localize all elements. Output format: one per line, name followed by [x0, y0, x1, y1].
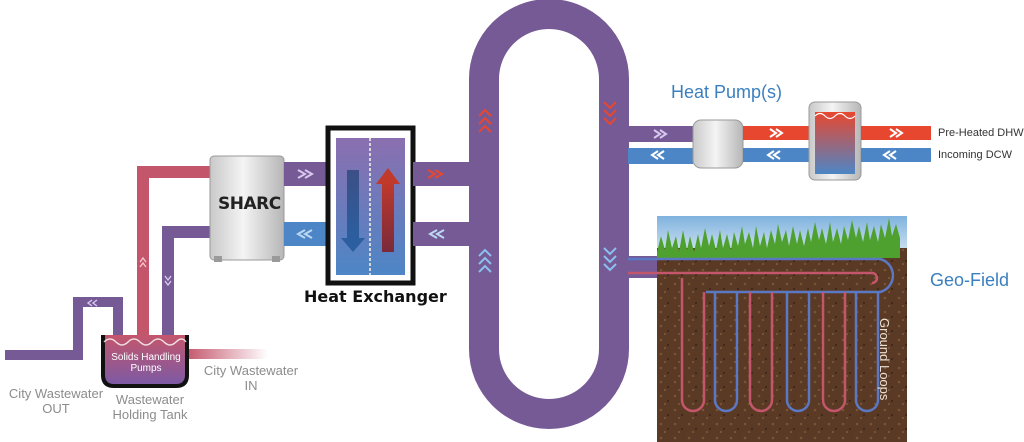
ground-loops-label: Ground Loops	[876, 318, 892, 401]
geo-field-label: Geo-Field	[930, 270, 1010, 290]
water-storage-tank	[808, 101, 862, 181]
city-wastewater-in-label: City Wastewater IN	[203, 363, 299, 393]
city-wastewater-out-label: City Wastewater OUT	[8, 386, 104, 416]
ground-loop-pipes	[628, 257, 895, 413]
circulation-loop	[469, 0, 629, 429]
cold-down-arrow	[341, 170, 365, 252]
geo-field	[628, 216, 907, 442]
hot-up-arrow	[376, 168, 400, 252]
wastewater-piping	[5, 166, 268, 360]
heat-pump-unit	[692, 119, 744, 169]
flow-chevrons-wastewater	[86, 256, 172, 307]
heat-exchanger	[325, 125, 416, 286]
flow-chevrons-main	[295, 101, 668, 273]
flow-chevrons-heat-pump	[650, 128, 904, 160]
heat-exchanger-label: Heat Exchanger	[304, 287, 447, 306]
wastewater-holding-tank	[101, 335, 189, 388]
sharc-unit	[209, 155, 285, 262]
heat-pumps-label: Heat Pump(s)	[671, 82, 783, 102]
pre-heated-dhw-label: Pre-Heated DHW	[938, 127, 1024, 139]
sharc-logo-text: SHARC	[218, 194, 281, 214]
incoming-dcw-label: Incoming DCW	[938, 149, 1012, 161]
wastewater-holding-tank-label: Wastewater Holding Tank	[112, 392, 188, 422]
solids-handling-pumps-label: Solids Handling Pumps	[111, 352, 181, 374]
